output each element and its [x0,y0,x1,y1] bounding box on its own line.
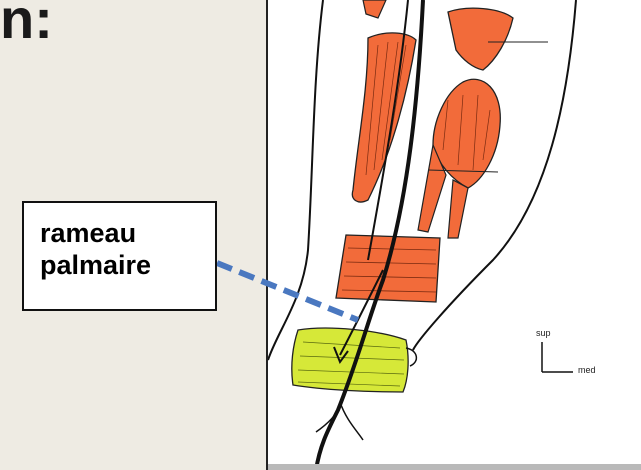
forearm-outline-left [268,0,323,360]
orientation-med-label: med [578,365,596,375]
callout-label-box: rameau palmaire [22,201,217,311]
slide-title: n: [0,0,53,51]
orientation-sup-label: sup [536,328,551,338]
tendon-right-b [448,180,468,238]
muscle-fragment-top [363,0,386,18]
anatomy-illustration [268,0,641,470]
muscle-upper-right [448,8,513,70]
callout-text-line2: palmaire [40,249,215,281]
anatomy-figure-panel: sup med [266,0,641,470]
callout-text-line1: rameau [40,217,215,249]
